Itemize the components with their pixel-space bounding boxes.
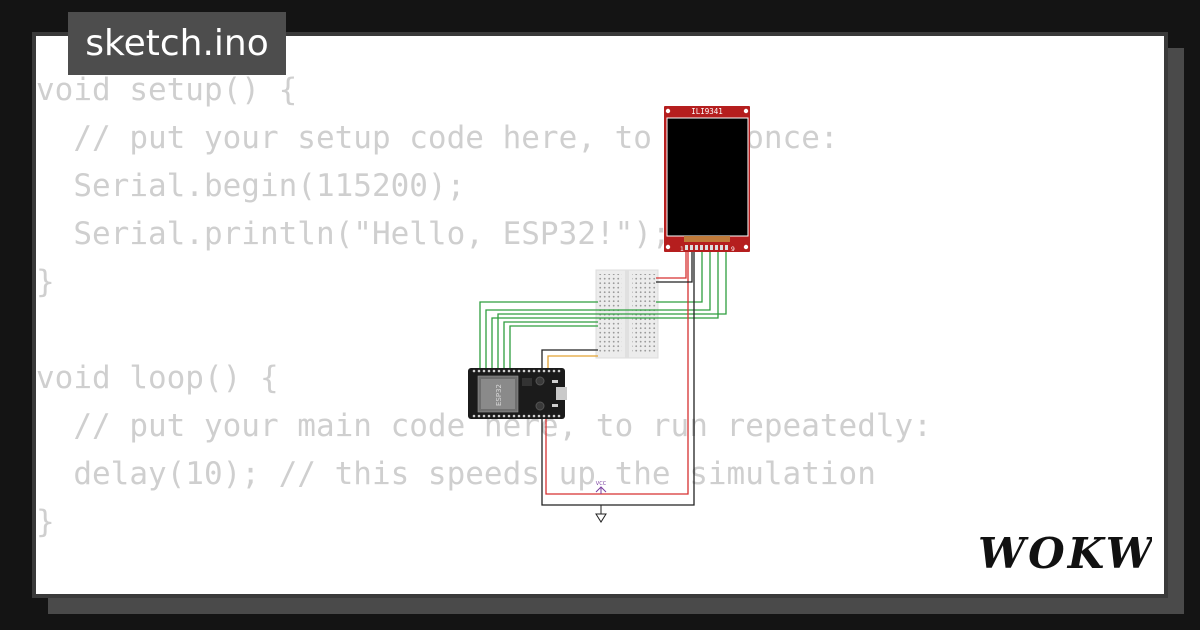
logo-text: WOKWi	[978, 530, 1152, 576]
display-pins	[685, 245, 728, 250]
display-pin-first: 1	[680, 246, 684, 253]
board-label: ESP32	[495, 384, 503, 406]
ground-symbol	[595, 505, 607, 523]
esp32-board[interactable]: ESP32	[468, 368, 567, 419]
code-line: }	[36, 504, 55, 540]
vcc-symbol: VCC	[595, 481, 607, 494]
black-wires	[541, 250, 695, 506]
red-wires	[545, 250, 689, 495]
file-tab[interactable]: sketch.ino	[68, 12, 286, 75]
code-line: }	[36, 264, 55, 300]
ili9341-display[interactable]: ILI9341 1 9	[664, 106, 750, 253]
code-line: void loop() {	[36, 360, 279, 396]
vcc-label: VCC	[596, 481, 607, 487]
display-pin-last: 9	[731, 246, 735, 253]
code-line: delay(10); // this speeds up the simulat…	[36, 456, 876, 492]
code-line: Serial.println("Hello, ESP32!");	[36, 216, 671, 252]
code-line: // put your main code here, to run repea…	[36, 408, 932, 444]
wires	[479, 250, 727, 506]
code-line: void setup() {	[36, 72, 298, 108]
orange-wire	[547, 355, 598, 368]
green-wires	[479, 250, 727, 368]
code-line: Serial.begin(115200);	[36, 168, 466, 204]
display-label: ILI9341	[691, 107, 723, 116]
wokwi-logo: WOKWi	[978, 530, 1152, 576]
board-pins-top	[472, 369, 561, 373]
board-pins-bottom	[472, 414, 561, 418]
